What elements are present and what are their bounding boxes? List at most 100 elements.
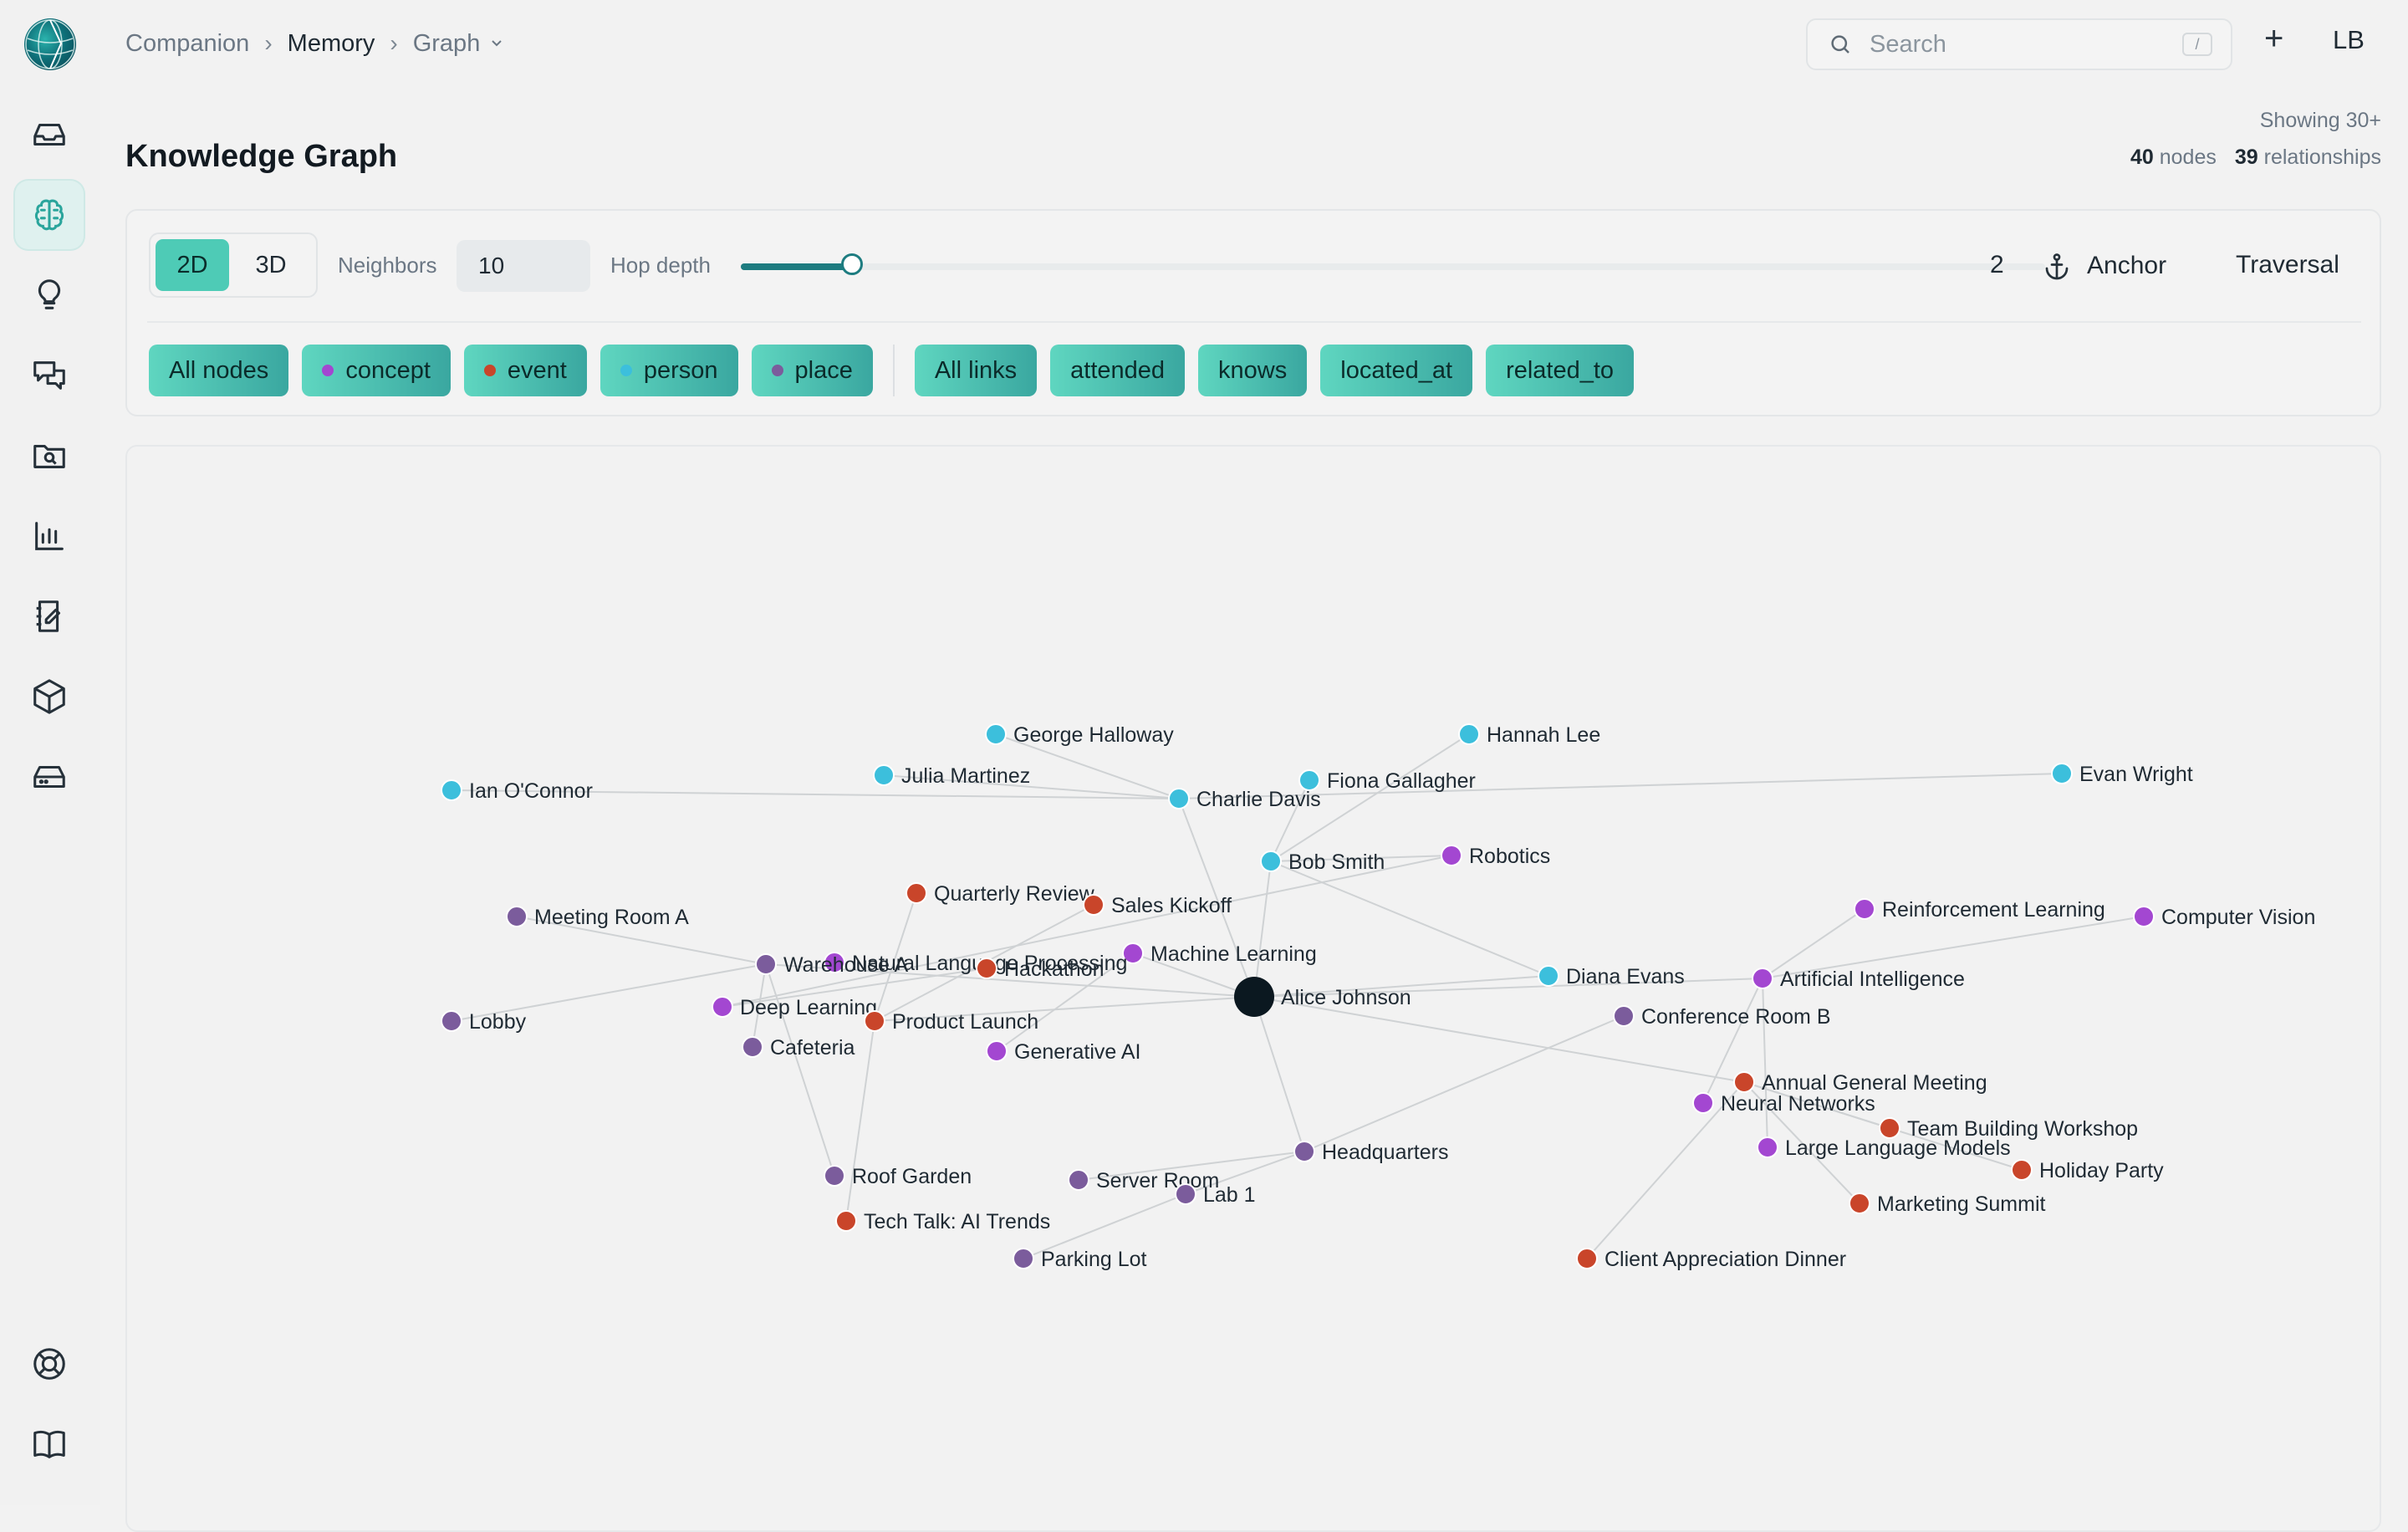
graph-node-confB[interactable]: Conference Room B [1613, 1005, 1831, 1029]
graph-node-warehouse[interactable]: Warehouse A [755, 953, 908, 977]
sidebar-item-files[interactable] [13, 420, 85, 492]
sidebar-item-ideas[interactable] [13, 259, 85, 331]
graph-node-dot[interactable] [873, 764, 895, 786]
filter-concept[interactable]: concept [302, 345, 451, 396]
graph-node-dot[interactable] [864, 1010, 885, 1032]
graph-node-dot[interactable] [1168, 788, 1190, 809]
sidebar-item-notes[interactable] [13, 580, 85, 652]
graph-node-dot[interactable] [824, 952, 845, 973]
graph-node-dot[interactable] [1013, 1248, 1034, 1269]
add-button[interactable]: + [2264, 20, 2284, 57]
filter-attended[interactable]: attended [1050, 345, 1186, 396]
hop-depth-slider-thumb[interactable] [840, 253, 863, 275]
graph-node-dot[interactable] [1576, 1248, 1598, 1269]
search-input[interactable]: Search / [1806, 18, 2232, 70]
sidebar-item-help[interactable] [13, 1328, 85, 1400]
avatar[interactable]: LB [2333, 25, 2365, 54]
graph-node-dot[interactable] [1293, 1141, 1315, 1162]
graph-node-hannah[interactable]: Hannah Lee [1458, 723, 1600, 747]
graph-node-fiona[interactable]: Fiona Gallagher [1298, 769, 1476, 793]
graph-node-dot[interactable] [824, 1165, 845, 1187]
graph-node-client[interactable]: Client Appreciation Dinner [1576, 1248, 1846, 1271]
graph-node-hq[interactable]: Headquarters [1293, 1141, 1448, 1164]
graph-node-dot[interactable] [506, 906, 528, 927]
graph-node-dot[interactable] [1083, 894, 1105, 916]
graph-node-dot[interactable] [1854, 898, 1875, 920]
sidebar-item-models[interactable] [13, 661, 85, 733]
graph-node-agm[interactable]: Annual General Meeting [1733, 1071, 1987, 1095]
anchor-button[interactable]: Anchor [2042, 243, 2166, 289]
graph-node-dot[interactable] [2133, 906, 2155, 927]
graph-node-dot[interactable] [1122, 942, 1144, 964]
graph-node-meetA[interactable]: Meeting Room A [506, 906, 689, 929]
graph-node-dot[interactable] [1175, 1183, 1196, 1205]
breadcrumb-memory[interactable]: Memory [287, 29, 375, 57]
breadcrumb-graph-dropdown[interactable]: Graph [413, 30, 506, 58]
graph-node-holiday[interactable]: Holiday Party [2011, 1159, 2164, 1182]
hop-depth-slider[interactable] [741, 253, 2045, 275]
graph-node-ai[interactable]: Artificial Intelligence [1752, 968, 1965, 991]
graph-node-dot[interactable] [1849, 1192, 1870, 1214]
graph-node-dot[interactable] [441, 779, 462, 801]
graph-node-dot[interactable] [1260, 850, 1282, 872]
filter-related-to[interactable]: related_to [1486, 345, 1635, 396]
graph-node-llm[interactable]: Large Language Models [1757, 1136, 2011, 1160]
graph-node-launch[interactable]: Product Launch [864, 1010, 1038, 1034]
graph-node-alice[interactable]: Alice Johnson [1234, 977, 1411, 1017]
graph-node-ml[interactable]: Machine Learning [1122, 942, 1317, 966]
graph-node-dl[interactable]: Deep Learning [712, 996, 877, 1019]
graph-node-dot[interactable] [2011, 1159, 2033, 1181]
graph-node-dot[interactable] [1752, 968, 1773, 989]
filter-person[interactable]: person [599, 345, 738, 396]
graph-node-server[interactable]: Server Room [1068, 1169, 1219, 1192]
graph-node-dot[interactable] [985, 723, 1007, 745]
sidebar-item-analytics[interactable] [13, 500, 85, 572]
graph-node-roof[interactable]: Roof Garden [824, 1165, 972, 1188]
graph-node-charlie[interactable]: Charlie Davis [1168, 788, 1321, 811]
graph-node-julia[interactable]: Julia Martinez [873, 764, 1030, 788]
view-2d-button[interactable]: 2D [156, 239, 229, 291]
graph-node-cv[interactable]: Computer Vision [2133, 906, 2315, 929]
graph-node-dot[interactable] [2051, 763, 2073, 784]
graph-node-dot[interactable] [835, 1210, 857, 1232]
graph-node-dot[interactable] [1441, 845, 1462, 866]
graph-node-tbw[interactable]: Team Building Workshop [1879, 1117, 2138, 1141]
graph-node-dot[interactable] [1757, 1136, 1778, 1158]
app-logo[interactable] [24, 18, 76, 70]
graph-node-dot[interactable] [1613, 1005, 1635, 1027]
sidebar-item-chats[interactable] [13, 340, 85, 411]
graph-node-dot[interactable] [1692, 1092, 1714, 1114]
view-3d-button[interactable]: 3D [255, 251, 287, 278]
graph-node-diana[interactable]: Diana Evans [1538, 965, 1685, 988]
graph-node-parking[interactable]: Parking Lot [1013, 1248, 1147, 1271]
filter-event[interactable]: event [463, 345, 587, 396]
graph-node-rl[interactable]: Reinforcement Learning [1854, 898, 2105, 922]
neighbors-input[interactable]: 10 [457, 240, 590, 292]
graph-node-dot[interactable] [1068, 1169, 1089, 1191]
graph-node-ian[interactable]: Ian O'Connor [441, 779, 593, 803]
graph-node-dot[interactable] [1234, 977, 1274, 1017]
graph-node-lab1[interactable]: Lab 1 [1175, 1183, 1256, 1207]
graph-node-robotics[interactable]: Robotics [1441, 845, 1550, 868]
sidebar-item-storage[interactable] [13, 741, 85, 813]
sidebar-item-inbox[interactable] [13, 99, 85, 171]
graph-node-evan[interactable]: Evan Wright [2051, 763, 2193, 786]
graph-node-dot[interactable] [906, 882, 927, 904]
sidebar-item-docs[interactable] [13, 1408, 85, 1480]
graph-node-hack[interactable]: Hackathon [976, 958, 1105, 981]
filter-knows[interactable]: knows [1198, 345, 1308, 396]
graph-node-genai[interactable]: Generative AI [986, 1040, 1140, 1064]
filter-all-nodes[interactable]: All nodes [149, 345, 289, 396]
filter-place[interactable]: place [751, 345, 873, 396]
graph-node-george[interactable]: George Halloway [985, 723, 1174, 747]
graph-node-nn[interactable]: Neural Networks [1692, 1092, 1875, 1116]
graph-node-lobby[interactable]: Lobby [441, 1010, 527, 1034]
graph-node-dot[interactable] [1538, 965, 1559, 987]
breadcrumb-companion[interactable]: Companion [125, 29, 250, 57]
graph-node-dot[interactable] [1458, 723, 1480, 745]
graph-node-sales[interactable]: Sales Kickoff [1083, 894, 1232, 917]
graph-node-qreview[interactable]: Quarterly Review [906, 882, 1095, 906]
graph-node-dot[interactable] [441, 1010, 462, 1032]
graph-node-dot[interactable] [755, 953, 777, 975]
graph-node-msummit[interactable]: Marketing Summit [1849, 1192, 2045, 1216]
